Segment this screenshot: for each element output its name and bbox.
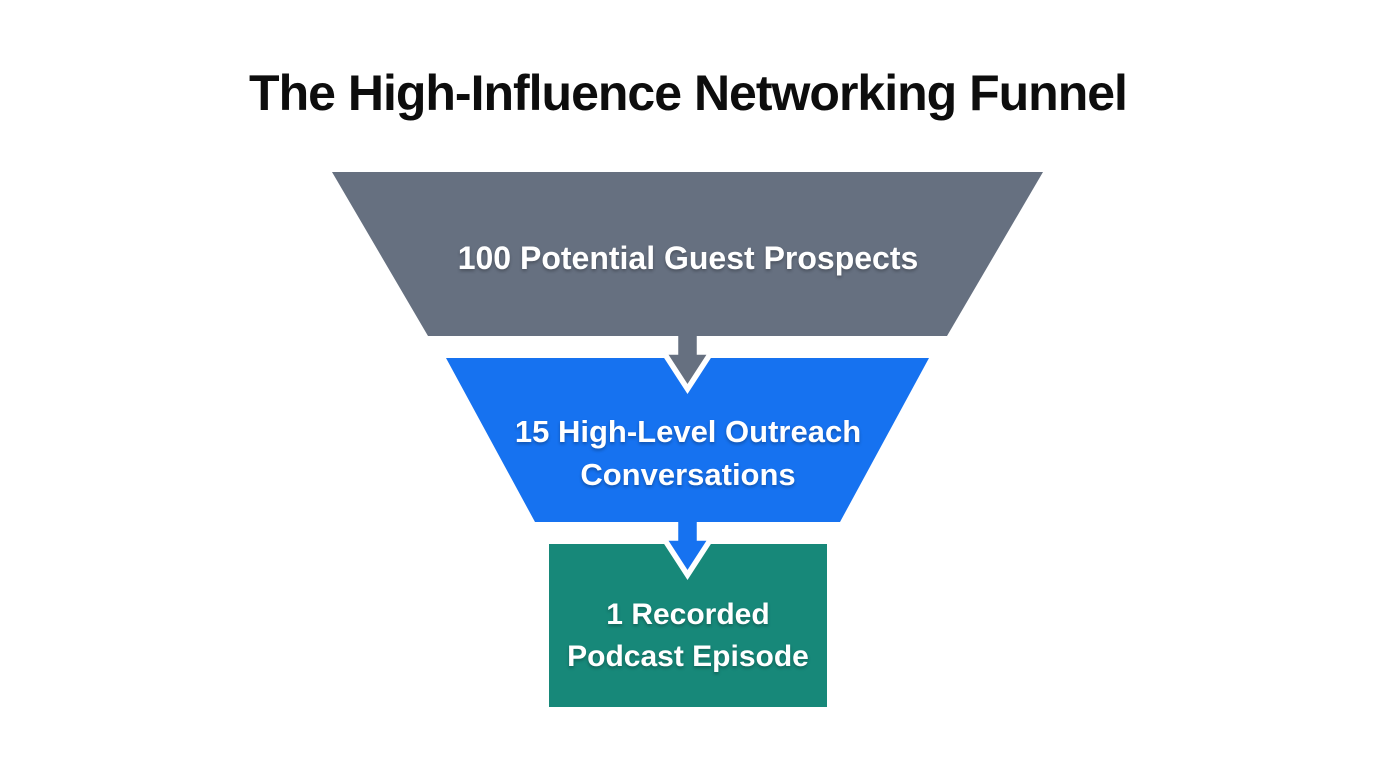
page-title: The High-Influence Networking Funnel [249,65,1128,121]
funnel-stage-2-shape [446,358,929,522]
funnel-stage-1-shape [332,172,1043,336]
